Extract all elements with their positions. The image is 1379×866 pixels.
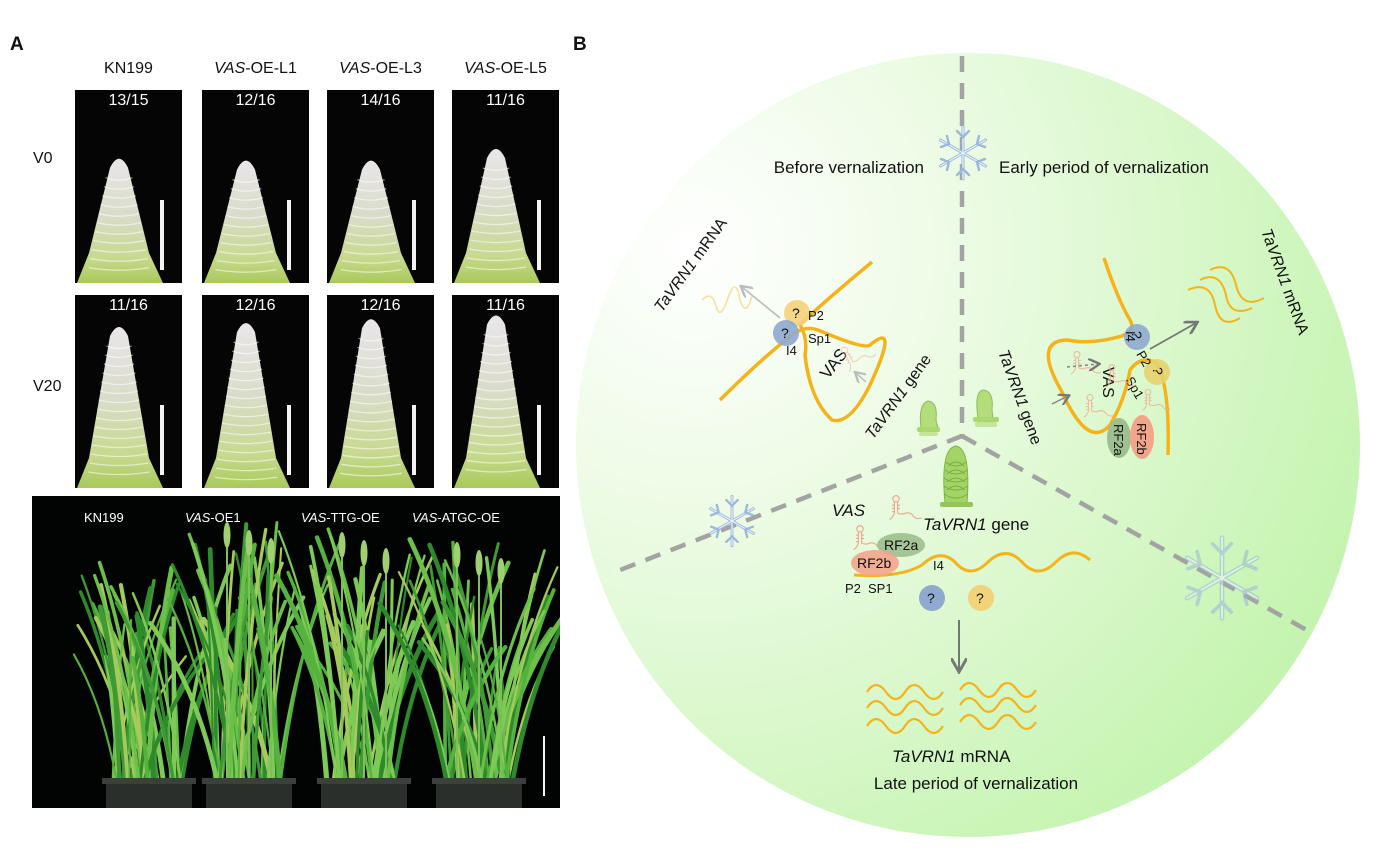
- spike-image-v20-2: 12/16: [327, 295, 434, 488]
- column-label-2: VAS-OE-L3: [339, 60, 422, 77]
- spike-image-v20-1: 12/16: [202, 295, 309, 488]
- ratio-label: 11/16: [486, 92, 525, 109]
- unknown-factor-blue-early: [1124, 324, 1150, 350]
- ratio-label: 12/16: [235, 92, 276, 109]
- svg-text:?: ?: [1150, 367, 1166, 375]
- row-label-v20: V20: [33, 378, 62, 395]
- sp1-label: Sp1: [808, 331, 831, 346]
- ratio-label: 11/16: [109, 297, 148, 314]
- stage-early-label: Early period of vernalization: [999, 158, 1209, 177]
- scale-bar: [160, 200, 164, 270]
- svg-text:RF2b: RF2b: [1134, 423, 1149, 455]
- shoot-apex-icon: [204, 160, 290, 283]
- scale-bar: [287, 405, 291, 475]
- divider-left: [609, 433, 963, 577]
- p2-label: P2: [808, 308, 824, 323]
- p2-label-late: P2: [845, 581, 861, 596]
- spike-image-v0-1: 12/16: [202, 90, 309, 283]
- transcription-arrow-early: [1149, 323, 1196, 350]
- svg-text:?: ?: [781, 325, 789, 341]
- svg-text:?: ?: [976, 590, 984, 606]
- spike-image-v0-0: 13/15: [75, 90, 182, 283]
- rf2b-protein-late: [851, 550, 899, 576]
- plants-photo: KN199 VAS-OE1 VAS-TTG-OE VAS-ATGC-OE: [32, 496, 560, 808]
- scale-bar: [160, 405, 164, 475]
- panel-b-label: B: [573, 34, 587, 55]
- shoot-apex-icon: [454, 315, 540, 488]
- svg-text:?: ?: [1129, 331, 1145, 339]
- mrna-waves-early: [1187, 266, 1265, 323]
- shoot-apex-icon: [204, 323, 290, 488]
- i4-label: I4: [786, 343, 797, 358]
- mrna-waves-late: [866, 681, 1037, 735]
- svg-text:?: ?: [792, 305, 800, 321]
- ratio-label: 11/16: [486, 297, 525, 314]
- p2-label-early: P2: [1133, 348, 1154, 369]
- transcription-arrow-faint: [742, 287, 781, 319]
- plant-label-vas-oe1: VAS-OE1: [185, 510, 241, 525]
- apex-icon-large: [940, 445, 973, 507]
- plant-label-kn199: KN199: [84, 510, 124, 525]
- svg-text:?: ?: [927, 590, 935, 606]
- i4-label-late: I4: [933, 558, 944, 573]
- unknown-factor-blue: [773, 320, 799, 346]
- plant-label-vas-ttg-oe: VAS-TTG-OE: [301, 510, 380, 525]
- plant-label-vas-atgc-oe: VAS-ATGC-OE: [412, 510, 500, 525]
- shoot-apex-icon: [77, 158, 163, 283]
- spike-image-v20-3: 11/16: [452, 295, 559, 488]
- unknown-factor-blue-late: [919, 585, 945, 611]
- unknown-factor-yellow-early: [1144, 359, 1170, 385]
- spike-image-v0-3: 11/16: [452, 90, 559, 283]
- scale-bar: [543, 736, 545, 796]
- vernalization-model-diagram: Before vernalization Early period of ver…: [576, 53, 1360, 837]
- shoot-apex-icon: [454, 149, 540, 283]
- gene-label-late: TaVRN1 gene: [923, 515, 1029, 534]
- scale-bar: [412, 200, 416, 270]
- shoot-apex-icon: [329, 319, 415, 488]
- shoot-apex-icon: [77, 327, 163, 488]
- mrna-faint: [701, 286, 753, 314]
- shoot-apex-icon: [329, 160, 415, 283]
- column-label-1: VAS-OE-L1: [214, 60, 297, 77]
- spike-image-v0-2: 14/16: [327, 90, 434, 283]
- spike-image-v20-0: 11/16: [75, 295, 182, 488]
- ratio-label: 14/16: [360, 92, 401, 109]
- scale-bar: [537, 200, 541, 270]
- svg-text:RF2a: RF2a: [884, 537, 918, 553]
- late-section: VAS TaVRN1 gene RF2a RF2b I4 P2 SP1 ? ? …: [832, 495, 1091, 793]
- vas-label-early: VAS: [1099, 367, 1116, 398]
- rf2a-protein-late: [877, 533, 925, 557]
- ratio-label: 12/16: [235, 297, 276, 314]
- rf2b-protein-early: [1130, 415, 1154, 459]
- gene-line-late: [853, 551, 1091, 578]
- divider-right: [960, 434, 1312, 634]
- wheat-plants-image: [72, 521, 560, 808]
- ratio-label: 12/16: [360, 297, 401, 314]
- apex-icon-medium: [973, 389, 999, 427]
- svg-text:RF2a: RF2a: [1111, 424, 1126, 457]
- apex-icon-small: [917, 400, 940, 436]
- mrna-label-late: TaVRN1 mRNA: [892, 747, 1011, 766]
- background-circle: [576, 53, 1360, 837]
- column-label-0: KN199: [104, 60, 153, 77]
- vas-label-late: VAS: [832, 501, 866, 520]
- rf2a-protein-early: [1107, 418, 1131, 458]
- unknown-factor-yellow: [784, 300, 810, 326]
- scale-bar: [537, 405, 541, 475]
- scale-bar: [412, 405, 416, 475]
- ratio-label: 13/15: [108, 92, 149, 109]
- unknown-factor-yellow-late: [968, 585, 994, 611]
- stage-dividers: [609, 56, 1312, 634]
- stage-late-label: Late period of vernalization: [874, 774, 1078, 793]
- sp1-label-late: SP1: [868, 581, 893, 596]
- svg-text:RF2b: RF2b: [857, 555, 891, 571]
- scale-bar: [287, 200, 291, 270]
- panel-a-label: A: [10, 34, 24, 55]
- column-label-3: VAS-OE-L5: [464, 60, 547, 77]
- row-label-v0: V0: [33, 150, 53, 167]
- i4-label-early: I4: [1123, 331, 1138, 342]
- stage-before-label: Before vernalization: [774, 158, 924, 177]
